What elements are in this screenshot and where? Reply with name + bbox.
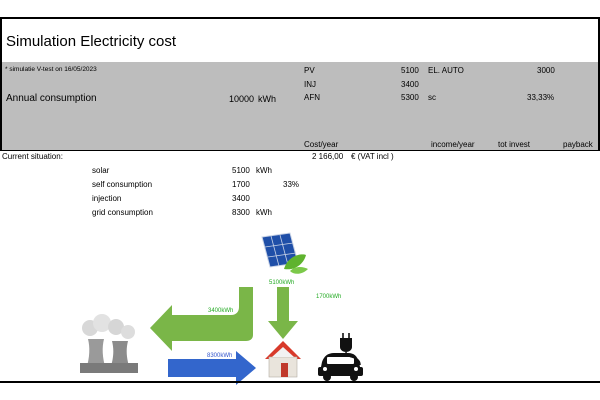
- row-solar-value: 5100: [232, 166, 250, 175]
- current-situation-section: Current situation: 2 166,00 € (VAT incl …: [0, 151, 600, 381]
- row-grid-label: grid consumption: [92, 208, 153, 217]
- inj-value: 3400: [401, 80, 419, 89]
- flow-label-solar: 5100kWh: [269, 280, 294, 286]
- self-consumption-arrow: [268, 287, 298, 339]
- energy-flow-diagram: 5100kWh 1700kWh 3400kWh 8300kWh: [80, 232, 363, 385]
- page-title: Simulation Electricity cost: [6, 33, 177, 50]
- flow-label-injection: 3400kWh: [208, 308, 233, 314]
- row-solar-unit: kWh: [256, 166, 272, 175]
- current-cost: 2 166,00: [312, 152, 344, 161]
- simulation-note: * simulatie V-test on 16/05/2023: [5, 66, 97, 73]
- pv-value: 5100: [401, 66, 419, 75]
- row-grid-value: 8300: [232, 208, 250, 217]
- header-block: * simulatie V-test on 16/05/2023 Annual …: [0, 62, 600, 150]
- annual-consumption-unit: kWh: [258, 94, 276, 104]
- row-injection-value: 3400: [232, 194, 250, 203]
- house-icon: [265, 341, 301, 378]
- row-injection-label: injection: [92, 194, 122, 203]
- annual-consumption-label: Annual consumption: [6, 93, 97, 104]
- injection-arrow: [150, 287, 253, 351]
- row-grid-unit: kWh: [256, 208, 272, 217]
- solar-panel-icon: [261, 232, 308, 274]
- row-self-label: self consumption: [92, 180, 153, 189]
- col-tot-invest: tot invest: [498, 140, 531, 149]
- electric-car-icon: [318, 333, 363, 381]
- bottom-border: [0, 381, 600, 383]
- row-self-value: 1700: [232, 180, 250, 189]
- row-solar-label: solar: [92, 166, 110, 175]
- spreadsheet: Simulation Electricity cost * simulatie …: [0, 17, 600, 385]
- row-self-percent: 33%: [283, 180, 300, 189]
- sc-label: sc: [428, 93, 436, 102]
- current-situation-label: Current situation:: [2, 152, 63, 161]
- col-payback: payback: [563, 140, 593, 149]
- col-cost-year: Cost/year: [304, 140, 339, 149]
- col-income-year: income/year: [431, 140, 475, 149]
- grid-consumption-arrow: [168, 351, 256, 385]
- annual-consumption-value: 10000: [229, 94, 255, 104]
- flow-label-self: 1700kWh: [316, 294, 341, 300]
- power-plant-icon: [80, 314, 138, 373]
- afn-label: AFN: [304, 93, 320, 102]
- ev-label: EL. AUTO: [428, 66, 464, 75]
- ev-value: 3000: [537, 66, 555, 75]
- inj-label: INJ: [304, 80, 316, 89]
- afn-value: 5300: [401, 93, 419, 102]
- title-row: Simulation Electricity cost: [0, 17, 600, 62]
- flow-label-grid: 8300kWh: [207, 353, 232, 359]
- sc-value: 33,33%: [527, 93, 555, 102]
- pv-label: PV: [304, 66, 315, 75]
- header-divider: [0, 150, 600, 151]
- current-cost-suffix: € (VAT incl ): [351, 152, 394, 161]
